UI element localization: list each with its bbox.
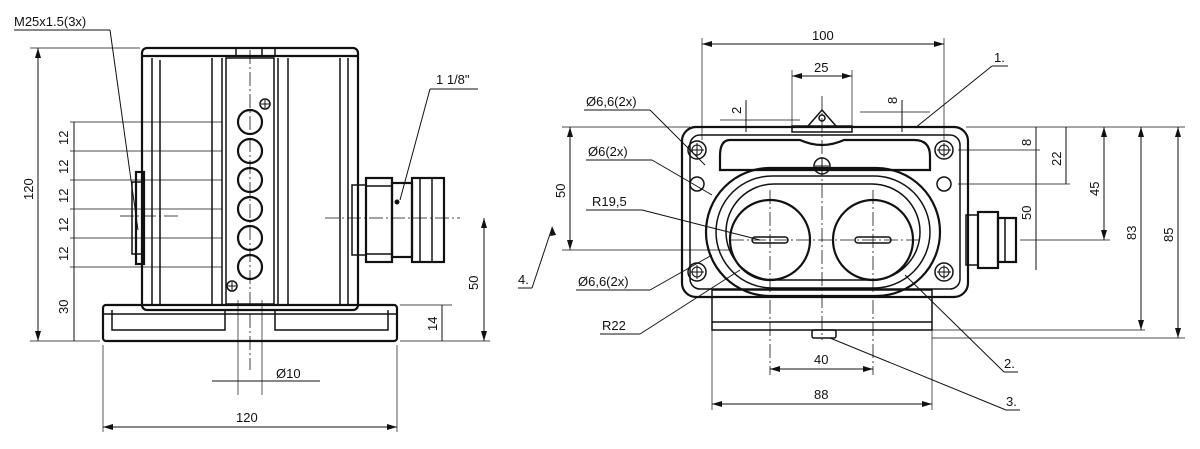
right-22-label: 22 <box>1049 152 1064 166</box>
pitch-label: 12 <box>56 131 71 145</box>
height-120-label: 120 <box>21 178 36 200</box>
slot-2-label: 2 <box>729 107 744 114</box>
callout-4: 4. <box>518 272 529 287</box>
cam-width-label: 25 <box>814 60 828 75</box>
pitch-label: 12 <box>56 218 71 232</box>
radius-outer-label: R22 <box>602 318 626 333</box>
right-85-label: 85 <box>1161 228 1176 242</box>
callout-2: 2. <box>1004 356 1015 371</box>
height-50-left-label: 50 <box>553 184 568 198</box>
button-housing <box>704 166 942 298</box>
mounting-holes <box>687 140 954 282</box>
width-120-label: 120 <box>236 410 258 425</box>
hole-6-label: Ø6(2x) <box>588 144 628 159</box>
right-view: 100 25 2 8 Ø6,6(2x) Ø6(2x) R19,5 Ø6,6(2x… <box>518 28 1185 411</box>
slot-8-label: 8 <box>885 97 900 104</box>
left-view: M25x1.5(3x) 1 1/8" 120 12 12 12 12 12 12… <box>14 14 490 432</box>
conduit-label: 1 1/8" <box>436 72 470 87</box>
hole-66-bottom-label: Ø6,6(2x) <box>578 274 629 289</box>
conduit-connector <box>351 176 446 264</box>
axis-50-label: 50 <box>466 276 481 290</box>
right-8-label: 8 <box>1019 139 1034 146</box>
callout-3: 3. <box>1006 394 1017 409</box>
bottom-88-label: 88 <box>814 387 828 402</box>
base-14-label: 14 <box>425 317 440 331</box>
base-30-label: 30 <box>56 300 71 314</box>
hole-66-top-label: Ø6,6(2x) <box>586 94 637 109</box>
pitch-label: 12 <box>56 160 71 174</box>
pitch-label: 12 <box>56 247 71 261</box>
bottom-40-label: 40 <box>814 352 828 367</box>
thread-label: M25x1.5(3x) <box>14 14 86 29</box>
callout-1: 1. <box>994 50 1005 65</box>
width-100-label: 100 <box>812 28 834 43</box>
right-50-label: 50 <box>1019 206 1034 220</box>
radius-inner-label: R19,5 <box>592 194 627 209</box>
right-45-label: 45 <box>1087 182 1102 196</box>
side-connector <box>965 210 1018 270</box>
right-83-label: 83 <box>1124 226 1139 240</box>
pitch-label: 12 <box>56 189 71 203</box>
hole-diameter-label: Ø10 <box>276 366 301 381</box>
